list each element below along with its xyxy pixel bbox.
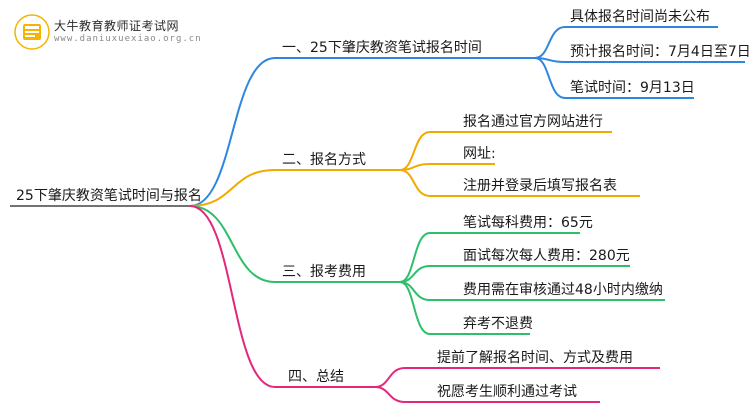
leaf-item: 弃考不退费 bbox=[463, 316, 533, 332]
leaf-item: 面试每次每人费用：280元 bbox=[463, 248, 630, 264]
branch-title-summary: 四、总结 bbox=[288, 369, 344, 385]
branch-title-fees: 三、报考费用 bbox=[282, 264, 366, 280]
leaf-item: 提前了解报名时间、方式及费用 bbox=[437, 350, 633, 366]
leaf-item: 具体报名时间尚未公布 bbox=[570, 9, 710, 25]
brand-name: 大牛教育教师证考试网 bbox=[54, 19, 180, 33]
connector-branch-4 bbox=[189, 205, 276, 388]
connector-branch-1 bbox=[189, 57, 276, 207]
leaf-item: 网址: bbox=[463, 146, 496, 162]
leaf-item: 预计报名时间：7月4日至7日 bbox=[570, 44, 750, 60]
connector-branch-2 bbox=[189, 169, 276, 207]
branch-title-registration-time: 一、25下肇庆教资笔试报名时间 bbox=[282, 40, 482, 56]
connector-b3-l4 bbox=[399, 281, 431, 335]
leaf-item: 祝愿考生顺利通过考试 bbox=[437, 384, 577, 400]
leaf-item: 报名通过官方网站进行 bbox=[463, 114, 603, 130]
brand-logo-icon bbox=[14, 14, 50, 50]
leaf-item: 费用需在审核通过48小时内缴纳 bbox=[463, 282, 663, 298]
connector-b1-l1 bbox=[534, 26, 566, 59]
root-topic: 25下肇庆教资笔试时间与报名 bbox=[16, 188, 202, 204]
connector-b4-l1 bbox=[374, 367, 406, 388]
connector-b1-l3 bbox=[534, 57, 566, 99]
connector-branch-3 bbox=[189, 205, 276, 283]
leaf-item: 笔试每科费用：65元 bbox=[463, 215, 593, 231]
connector-b4-l2 bbox=[374, 386, 406, 403]
connector-b2-l3 bbox=[399, 169, 431, 197]
brand-url: www.daniuxuexiao.org.cn bbox=[54, 34, 202, 44]
leaf-item: 笔试时间：9月13日 bbox=[570, 80, 695, 96]
connector-b2-l2 bbox=[399, 163, 431, 171]
branch-title-registration-method: 二、报名方式 bbox=[282, 152, 366, 168]
leaf-item: 注册并登录后填写报名表 bbox=[463, 178, 617, 194]
